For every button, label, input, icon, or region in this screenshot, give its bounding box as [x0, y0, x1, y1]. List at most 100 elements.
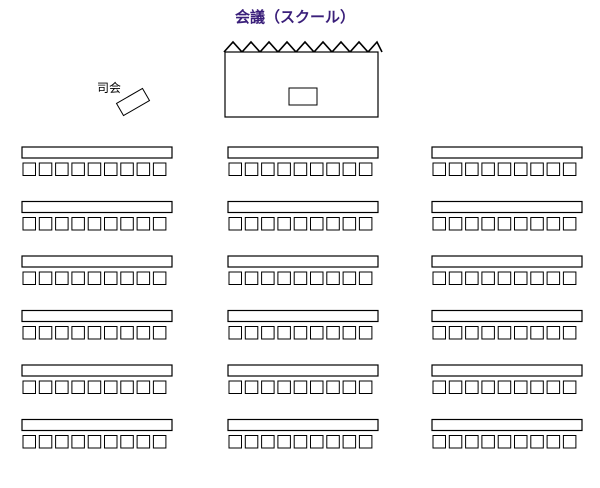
table-row-group: [431, 200, 583, 231]
seating-area: [21, 146, 583, 449]
mc-table: [115, 87, 151, 117]
chair: [432, 435, 446, 449]
table-row-group: [21, 309, 173, 340]
chair: [71, 271, 85, 285]
table-row-group: [227, 309, 379, 340]
chair: [38, 380, 53, 394]
chair: [104, 380, 118, 394]
chair: [514, 162, 528, 176]
table-row-group: [227, 200, 379, 231]
chair: [293, 380, 308, 394]
chair: [152, 435, 167, 449]
desk: [227, 146, 379, 159]
chair: [481, 271, 495, 285]
chair: [293, 162, 308, 176]
chair: [22, 271, 36, 285]
chair: [71, 326, 85, 340]
chair: [530, 435, 544, 449]
chair: [228, 162, 242, 176]
desk: [21, 255, 173, 268]
chair: [465, 326, 479, 340]
chair: [87, 326, 102, 340]
desk: [431, 255, 583, 268]
chair: [71, 435, 85, 449]
chair: [38, 162, 53, 176]
chair: [71, 162, 85, 176]
chair: [136, 380, 151, 394]
desk: [431, 418, 583, 432]
table-row-group: [431, 146, 583, 176]
chair: [261, 162, 275, 176]
desk: [21, 200, 173, 214]
table-row-group: [227, 364, 379, 394]
chair: [228, 271, 242, 285]
chair: [277, 326, 291, 340]
chair: [546, 271, 561, 285]
table-row-group: [431, 255, 583, 285]
chair: [530, 217, 544, 231]
chair: [326, 162, 340, 176]
chair: [104, 435, 118, 449]
chair: [310, 217, 324, 231]
chair: [342, 380, 357, 394]
chair: [310, 162, 324, 176]
chair: [326, 380, 340, 394]
chair: [120, 162, 134, 176]
chair: [465, 217, 479, 231]
chair: [546, 162, 561, 176]
chair: [55, 435, 69, 449]
chair: [465, 162, 479, 176]
chair: [310, 326, 324, 340]
chair: [465, 271, 479, 285]
chair: [530, 271, 544, 285]
layout-title: 会議（スクール）: [235, 8, 355, 26]
chair: [55, 380, 69, 394]
chair: [87, 435, 102, 449]
desk: [431, 309, 583, 323]
table-row-group: [227, 255, 379, 285]
chair: [448, 162, 463, 176]
chair: [530, 162, 544, 176]
chair: [277, 217, 291, 231]
chair: [358, 435, 373, 449]
desk: [227, 255, 379, 268]
desk: [21, 418, 173, 432]
chair: [22, 326, 36, 340]
chair: [104, 162, 118, 176]
chair: [481, 380, 495, 394]
desk: [431, 200, 583, 214]
chair: [432, 271, 446, 285]
chair: [38, 217, 53, 231]
chair: [152, 326, 167, 340]
chair: [55, 326, 69, 340]
chair: [465, 380, 479, 394]
chair: [87, 162, 102, 176]
chair: [342, 217, 357, 231]
chair: [448, 435, 463, 449]
chair: [22, 435, 36, 449]
chair: [228, 380, 242, 394]
chair: [87, 380, 102, 394]
table-row-group: [431, 364, 583, 394]
chair: [432, 162, 446, 176]
chair: [530, 326, 544, 340]
desk: [227, 364, 379, 377]
chair: [342, 162, 357, 176]
chair: [432, 217, 446, 231]
table-row-group: [227, 146, 379, 176]
table-row-group: [21, 200, 173, 231]
chair: [481, 217, 495, 231]
chair: [261, 326, 275, 340]
chair: [136, 435, 151, 449]
mc-label: 司会: [97, 81, 121, 95]
screen-zigzag: [223, 40, 383, 54]
chair: [481, 326, 495, 340]
chair: [261, 217, 275, 231]
chair: [358, 162, 373, 176]
chair: [497, 162, 512, 176]
table-row-group: [21, 364, 173, 394]
chair: [244, 271, 259, 285]
chair: [277, 162, 291, 176]
table-row-group: [227, 418, 379, 449]
chair: [497, 326, 512, 340]
